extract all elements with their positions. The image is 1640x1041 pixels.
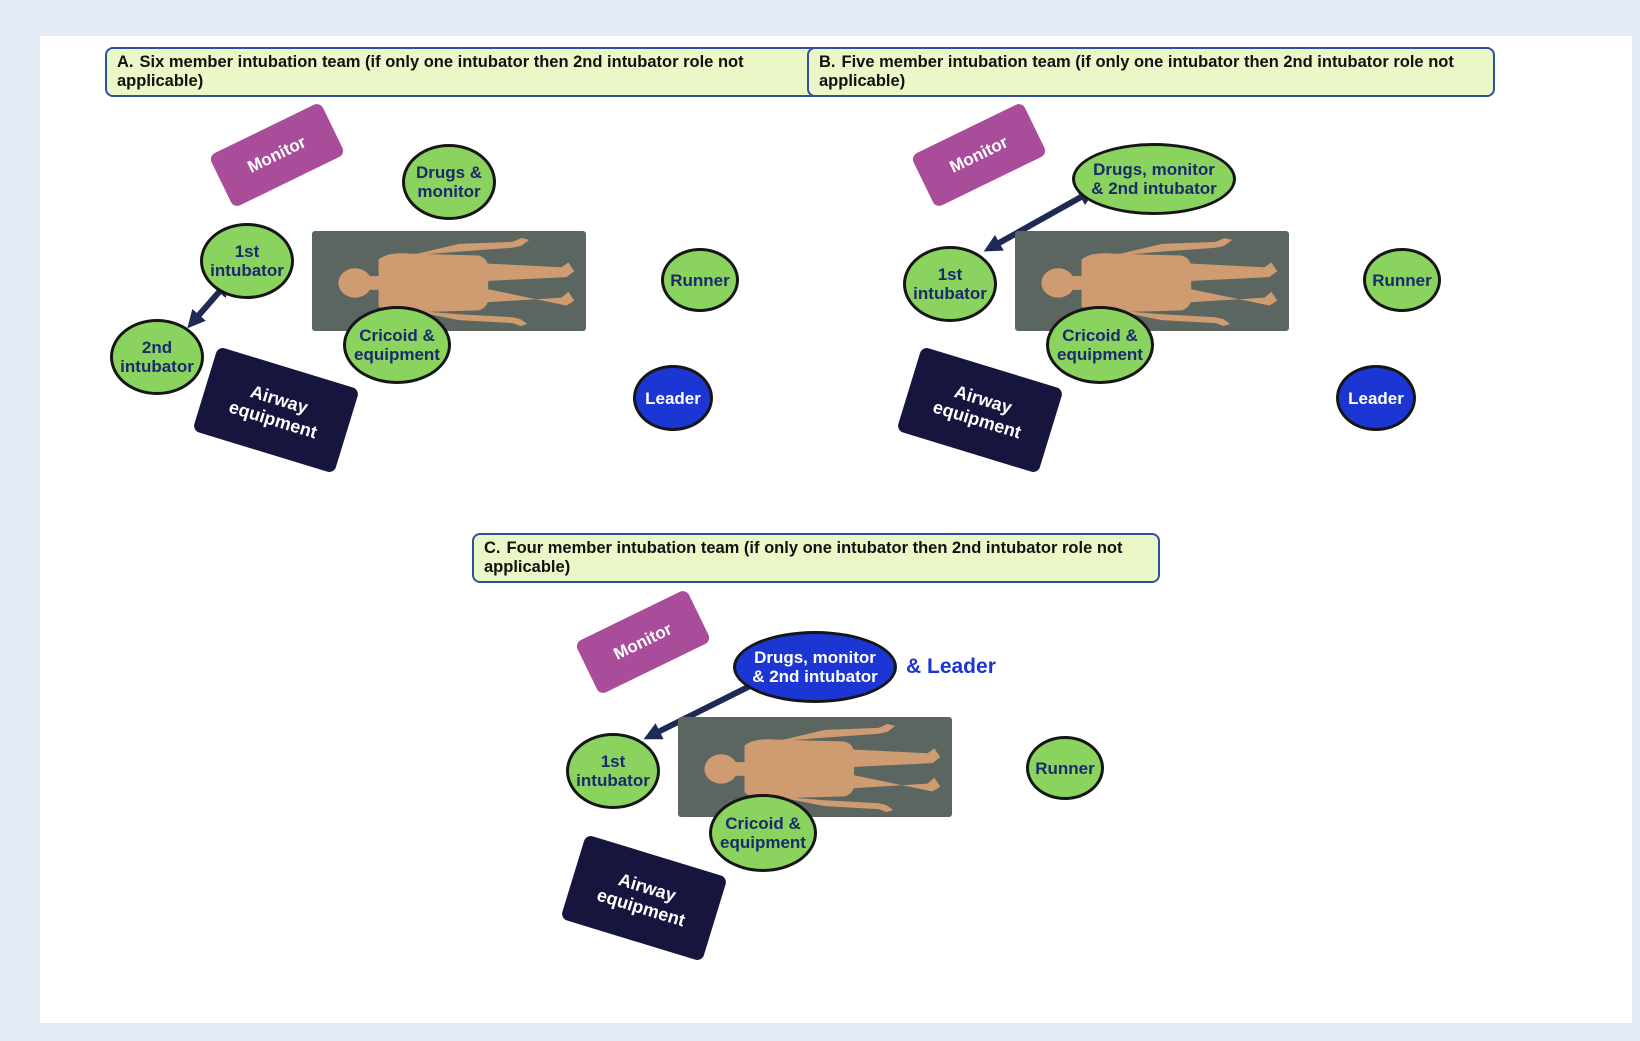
panel-b-patient-body bbox=[1015, 231, 1289, 331]
panel-a-cricoid-label: Cricoid & equipment bbox=[354, 326, 440, 364]
panel-a-monitor: Monitor bbox=[208, 101, 346, 209]
panel-a-first-intubator: 1st intubator bbox=[200, 223, 294, 299]
panel-b-drugs-label: Drugs, monitor & 2nd intubator bbox=[1091, 160, 1217, 198]
panel-c-monitor: Monitor bbox=[574, 588, 712, 696]
panel-b-title-text: Five member intubation team (if only one… bbox=[819, 53, 1454, 90]
panel-a-airway-label: Airway equipment bbox=[226, 381, 320, 443]
panel-a-second-intubator: 2nd intubator bbox=[110, 319, 204, 395]
panel-b-first-intubator: 1st intubator bbox=[903, 246, 997, 322]
panel-c-patient-body bbox=[678, 717, 952, 817]
panel-b-monitor: Monitor bbox=[910, 101, 1048, 209]
panel-a-runner-label: Runner bbox=[670, 270, 730, 290]
panel-b-leader: Leader bbox=[1336, 365, 1416, 431]
panel-a-runner: Runner bbox=[661, 248, 739, 312]
panel-c-cricoid-role: Cricoid & equipment bbox=[709, 794, 817, 872]
panel-a-leader-label: Leader bbox=[645, 388, 701, 408]
panel-c-drugs-label: Drugs, monitor & 2nd intubator bbox=[752, 648, 878, 686]
diagram-canvas: A.Six member intubation team (if only on… bbox=[40, 36, 1632, 1023]
panel-a-title: A.Six member intubation team (if only on… bbox=[105, 47, 828, 97]
panel-a-monitor-label: Monitor bbox=[244, 132, 309, 177]
panel-c-patient-bed bbox=[678, 717, 952, 817]
panel-c-first-intubator-label: 1st intubator bbox=[576, 752, 650, 790]
panel-b-runner-label: Runner bbox=[1372, 270, 1432, 290]
panel-c-airway-label: Airway equipment bbox=[594, 869, 688, 931]
panel-c-drugs-role: Drugs, monitor & 2nd intubator bbox=[733, 631, 897, 703]
panel-a-first-intubator-label: 1st intubator bbox=[210, 242, 284, 280]
panel-b-patient-bed bbox=[1015, 231, 1289, 331]
panel-c-runner-label: Runner bbox=[1035, 758, 1095, 778]
panel-b-airway-equipment: Airway equipment bbox=[896, 346, 1064, 474]
panel-b-title: B.Five member intubation team (if only o… bbox=[807, 47, 1495, 97]
panel-a-patient-body bbox=[312, 231, 586, 331]
panel-c-monitor-label: Monitor bbox=[610, 619, 675, 664]
panel-b-drugs-role: Drugs, monitor & 2nd intubator bbox=[1072, 143, 1236, 215]
panel-c-airway-equipment: Airway equipment bbox=[560, 834, 728, 962]
panel-b-cricoid-label: Cricoid & equipment bbox=[1057, 326, 1143, 364]
panel-a-leader: Leader bbox=[633, 365, 713, 431]
panel-c-first-intubator: 1st intubator bbox=[566, 733, 660, 809]
panel-c-leader-suffix: & Leader bbox=[906, 655, 996, 678]
panel-b-label: B. bbox=[819, 53, 836, 71]
panel-c-cricoid-label: Cricoid & equipment bbox=[720, 814, 806, 852]
panel-b-runner: Runner bbox=[1363, 248, 1441, 312]
panel-b-leader-label: Leader bbox=[1348, 388, 1404, 408]
panel-c-title: C.Four member intubation team (if only o… bbox=[472, 533, 1160, 583]
panel-a-cricoid-role: Cricoid & equipment bbox=[343, 306, 451, 384]
panel-b-cricoid-role: Cricoid & equipment bbox=[1046, 306, 1154, 384]
panel-c-title-text: Four member intubation team (if only one… bbox=[484, 539, 1123, 576]
panel-a-patient-bed bbox=[312, 231, 586, 331]
panel-b-monitor-label: Monitor bbox=[946, 132, 1011, 177]
panel-c-runner: Runner bbox=[1026, 736, 1104, 800]
panel-c-label: C. bbox=[484, 539, 501, 557]
panel-b-first-intubator-label: 1st intubator bbox=[913, 265, 987, 303]
panel-a-second-intubator-label: 2nd intubator bbox=[120, 338, 194, 376]
panel-b-airway-label: Airway equipment bbox=[930, 381, 1024, 443]
panel-a-label: A. bbox=[117, 53, 134, 71]
panel-a-title-text: Six member intubation team (if only one … bbox=[117, 53, 744, 90]
panel-a-drugs-role: Drugs & monitor bbox=[402, 144, 496, 220]
panel-a-airway-equipment: Airway equipment bbox=[192, 346, 360, 474]
panel-a-drugs-label: Drugs & monitor bbox=[415, 163, 483, 201]
